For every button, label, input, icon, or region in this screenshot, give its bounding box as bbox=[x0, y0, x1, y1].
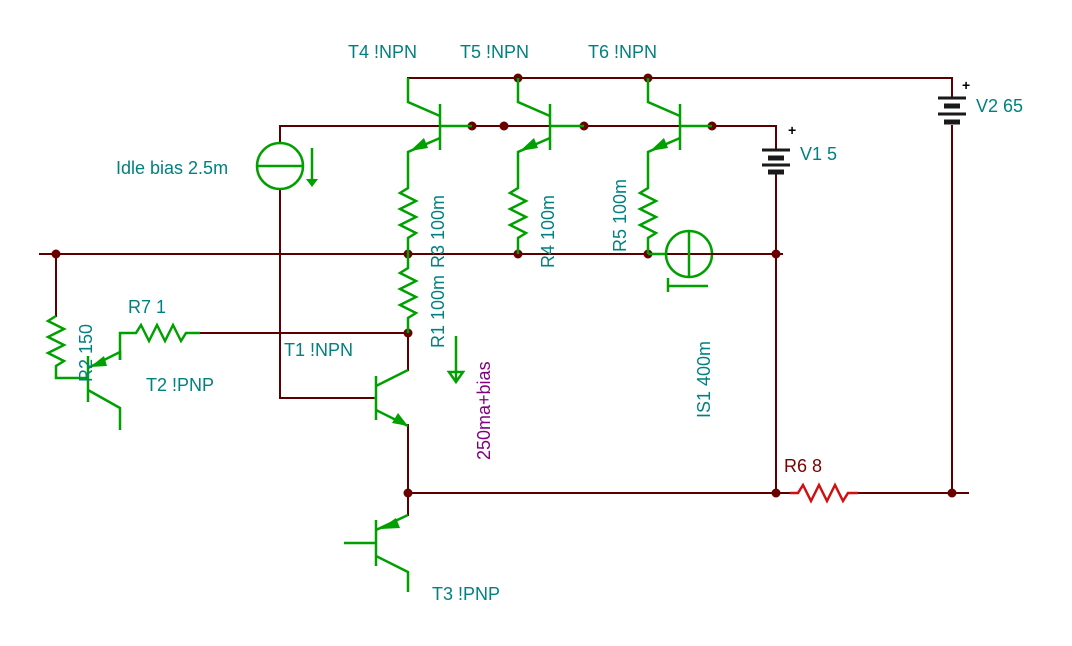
r2-label: R2 150 bbox=[76, 324, 96, 382]
resistor-r4[interactable] bbox=[507, 170, 529, 254]
current-probe[interactable] bbox=[446, 336, 466, 385]
transistor-t1[interactable] bbox=[374, 368, 409, 428]
v1-label: V1 5 bbox=[800, 144, 837, 164]
transistor-t6[interactable] bbox=[646, 78, 712, 170]
probe-label: 250ma+bias bbox=[474, 361, 494, 460]
resistor-r3[interactable] bbox=[397, 170, 419, 254]
junction-node bbox=[771, 488, 781, 498]
junction-node bbox=[51, 249, 61, 259]
v2-plus-sign: + bbox=[962, 77, 970, 93]
v1-plus-sign: + bbox=[788, 122, 796, 138]
junction-node bbox=[771, 249, 781, 259]
junction-node bbox=[403, 488, 413, 498]
resistor-r7[interactable] bbox=[118, 322, 200, 360]
r4-label: R4 100m bbox=[538, 195, 558, 268]
t5-label: T5 !NPN bbox=[460, 42, 529, 62]
is1-current-source[interactable] bbox=[648, 229, 731, 292]
t3-label: T3 !PNP bbox=[432, 584, 500, 604]
junction-node bbox=[947, 488, 957, 498]
t6-label: T6 !NPN bbox=[588, 42, 657, 62]
resistor-r5[interactable] bbox=[637, 170, 659, 254]
junction-node bbox=[499, 121, 509, 131]
battery-v2[interactable] bbox=[938, 96, 966, 125]
component-labels: T4 !NPN T5 !NPN T6 !NPN + V2 65 + V1 5 I… bbox=[76, 42, 1023, 604]
r1-label: R1 100m bbox=[428, 275, 448, 348]
t1-label: T1 !NPN bbox=[284, 340, 353, 360]
idle-bias-current-source[interactable] bbox=[255, 141, 318, 191]
is1-label: IS1 400m bbox=[694, 341, 714, 418]
transistor-t4[interactable] bbox=[406, 78, 472, 170]
r3-label: R3 100m bbox=[428, 195, 448, 268]
v2-label: V2 65 bbox=[976, 96, 1023, 116]
resistor-r6[interactable] bbox=[790, 482, 858, 504]
resistor-r1[interactable] bbox=[397, 254, 419, 333]
r5-label: R5 100m bbox=[610, 179, 630, 252]
junction-nodes bbox=[51, 73, 957, 498]
transistor-t5[interactable] bbox=[516, 78, 584, 170]
idle-bias-label: Idle bias 2.5m bbox=[116, 158, 228, 178]
t4-label: T4 !NPN bbox=[348, 42, 417, 62]
r7-label: R7 1 bbox=[128, 297, 166, 317]
battery-v1[interactable] bbox=[762, 148, 790, 175]
transistor-t3[interactable] bbox=[344, 513, 410, 592]
transistor-t2[interactable] bbox=[82, 349, 122, 430]
t2-label: T2 !PNP bbox=[146, 375, 214, 395]
r6-label: R6 8 bbox=[784, 456, 822, 476]
resistor-r2[interactable] bbox=[45, 314, 82, 380]
